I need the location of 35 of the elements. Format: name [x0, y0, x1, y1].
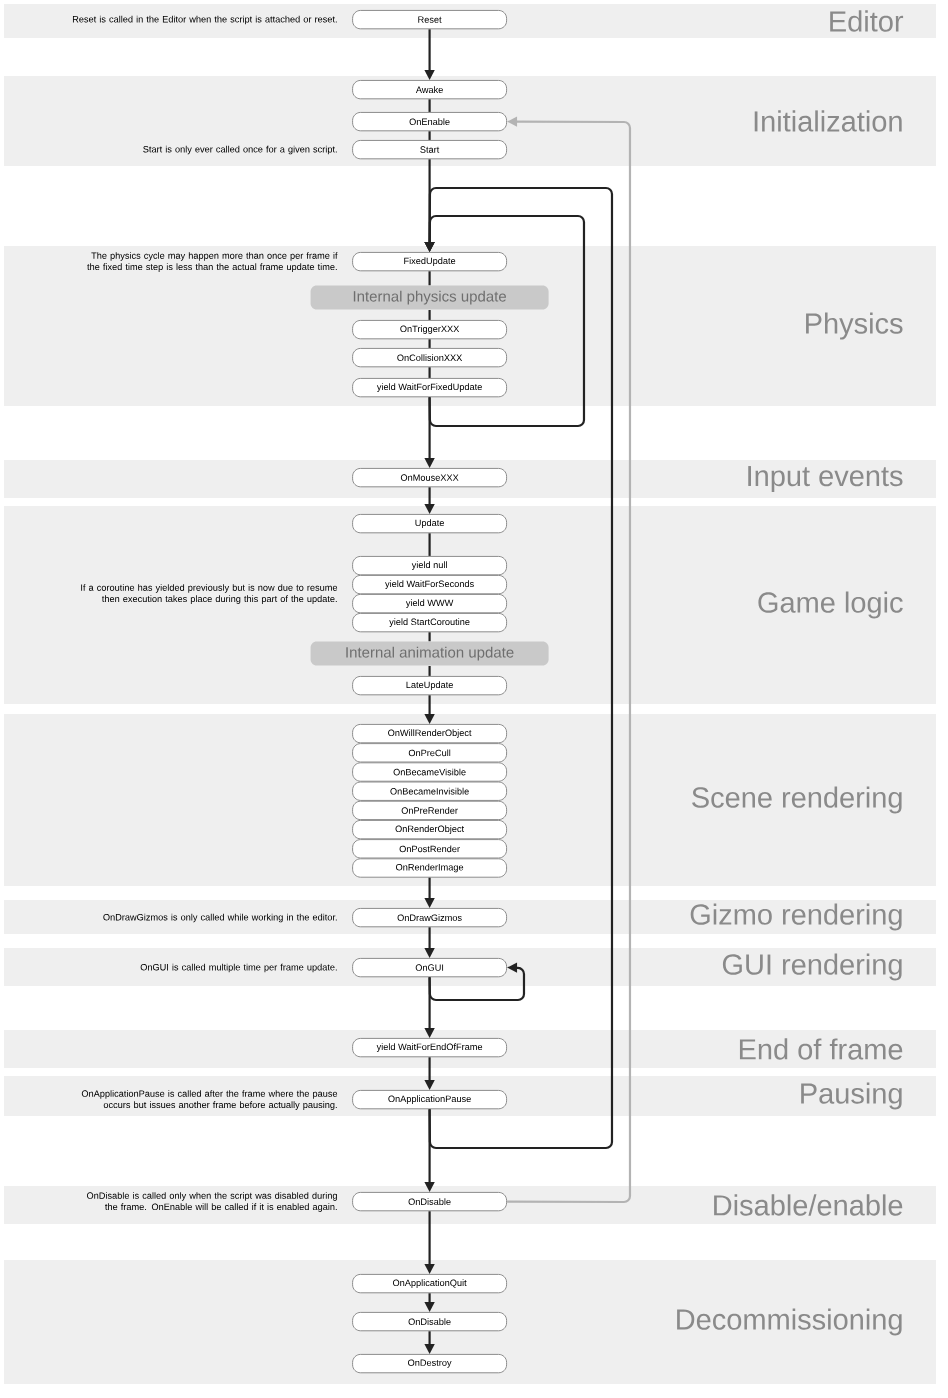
arrow — [424, 695, 435, 724]
phase-title: Game logic — [758, 591, 903, 619]
phase-band — [4, 1186, 936, 1224]
phase-band — [4, 1260, 936, 1384]
phase-band — [4, 460, 936, 498]
arrow — [428, 962, 526, 1002]
arrow — [424, 487, 435, 514]
arrow — [424, 877, 435, 908]
arrow — [424, 1057, 435, 1090]
phase-band — [4, 948, 936, 986]
phase-title: Disable/enable — [714, 1194, 903, 1216]
phase-title: Editor — [830, 10, 904, 32]
phase-title: Scene rendering — [692, 786, 902, 814]
arrow — [424, 1293, 435, 1312]
phase-title: GUI rendering — [722, 953, 902, 981]
arrow — [424, 186, 614, 1150]
arrow — [424, 1211, 435, 1274]
arrow — [507, 116, 632, 1204]
phase-title: Initialization — [754, 110, 902, 132]
phase-band — [4, 900, 936, 934]
arrow — [424, 397, 435, 468]
phase-title: Input events — [748, 466, 903, 492]
phase-band — [4, 1030, 936, 1068]
phase-band — [4, 1076, 936, 1116]
phase-title: Decommissioning — [677, 1308, 902, 1336]
phase-title: Pausing — [801, 1082, 902, 1110]
arrow — [424, 977, 435, 1038]
phase-band — [4, 4, 936, 38]
phase-title: End of frame — [739, 1038, 903, 1060]
arrow — [424, 1331, 435, 1354]
phase-title: Physics — [806, 312, 903, 340]
arrow — [424, 927, 435, 958]
phase-title: Gizmo rendering — [690, 903, 902, 931]
arrow — [424, 29, 435, 80]
arrow — [424, 1109, 435, 1192]
